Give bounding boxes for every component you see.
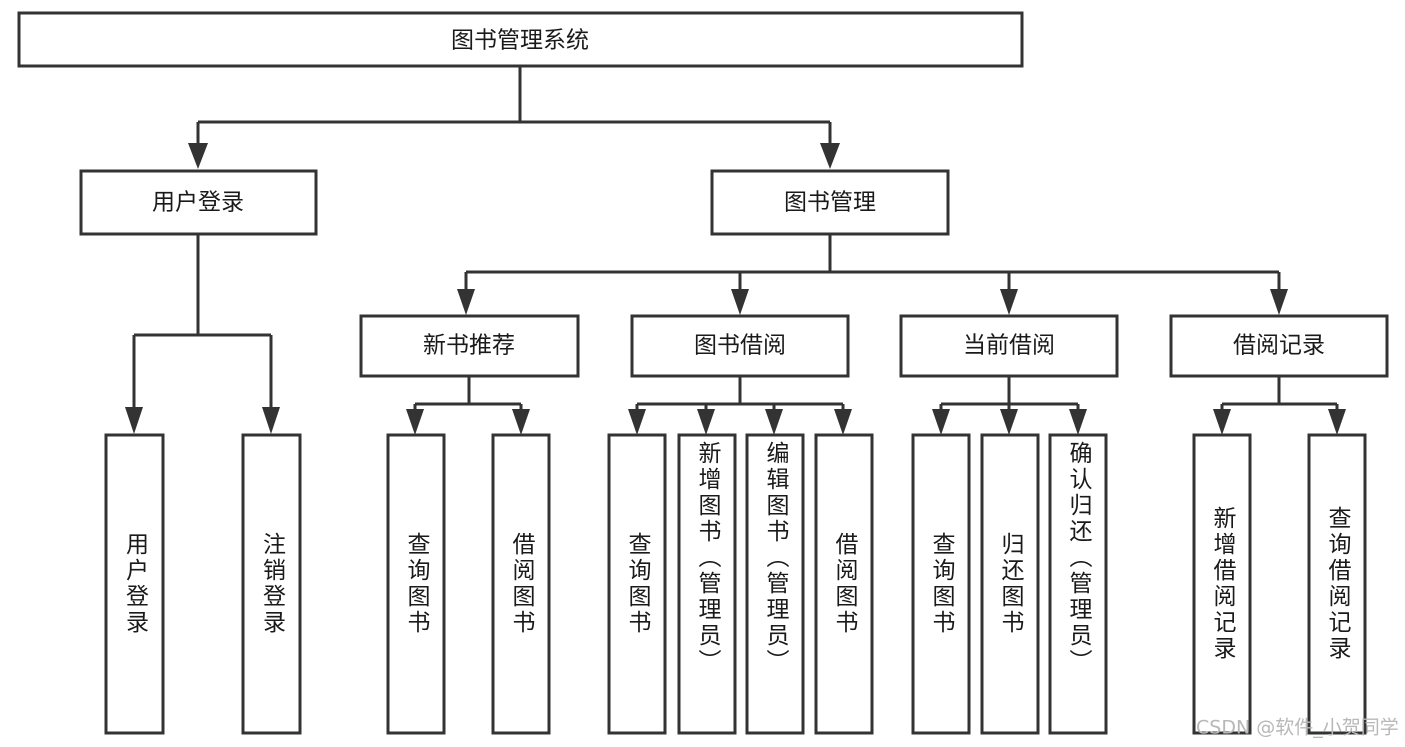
arrow-head-book-management <box>820 143 840 169</box>
node-leaf-logout-login[interactable]: 注销登录 <box>241 433 302 735</box>
watermark-label: CSDN @软件_小贺同学 <box>1196 717 1399 739</box>
arrow-head-borrow-record <box>1270 289 1288 315</box>
node-book-management[interactable]: 图书管理 <box>710 169 950 236</box>
node-borrow-record-label: 借阅记录 <box>1233 333 1325 359</box>
node-leaf-user-login-label: 用户登录 <box>121 532 148 636</box>
node-leaf-query-record-box[interactable] <box>1307 433 1367 735</box>
node-leaf-borrow-book-1-box[interactable] <box>491 433 551 735</box>
connector-group-borrow-record <box>1213 376 1346 435</box>
node-leaf-logout-login-box[interactable] <box>241 433 302 735</box>
node-new-book-recommend[interactable]: 新书推荐 <box>359 314 580 378</box>
node-book-management-label: 图书管理 <box>784 190 876 216</box>
arrow-head-leaf-query-book-1 <box>406 409 424 435</box>
node-leaf-edit-book-label: 编辑图书（管理员） <box>762 441 788 675</box>
node-borrow-record-box[interactable] <box>1169 314 1389 378</box>
node-leaf-borrow-book-2[interactable]: 借阅图书 <box>814 433 874 735</box>
node-leaf-borrow-book-1[interactable]: 借阅图书 <box>491 433 551 735</box>
node-leaf-query-record-label: 查询借阅记录 <box>1324 506 1350 662</box>
node-leaf-confirm-return[interactable]: 确认归还（管理员） <box>1048 433 1108 735</box>
node-leaf-add-book-label: 新增图书（管理员） <box>694 441 720 675</box>
node-leaf-add-record-label: 新增借阅记录 <box>1209 506 1235 662</box>
node-leaf-logout-login-label: 注销登录 <box>258 532 285 636</box>
node-current-borrow[interactable]: 当前借阅 <box>899 314 1119 378</box>
connector-group-book-management <box>457 234 1288 315</box>
arrow-head-leaf-query-book-2 <box>628 409 646 435</box>
node-book-borrow[interactable]: 图书借阅 <box>630 314 850 378</box>
arrow-head-leaf-query-record <box>1328 409 1346 435</box>
node-leaf-confirm-return-box[interactable] <box>1048 433 1108 735</box>
node-book-borrow-box[interactable] <box>630 314 850 378</box>
arrow-head-leaf-confirm-return <box>1069 409 1087 435</box>
node-book-borrow-label: 图书借阅 <box>694 333 786 359</box>
node-leaf-query-book-3-box[interactable] <box>911 433 971 735</box>
node-current-borrow-label: 当前借阅 <box>963 333 1055 359</box>
arrow-head-leaf-add-record <box>1213 409 1231 435</box>
node-new-book-recommend-box[interactable] <box>359 314 580 378</box>
arrow-head-leaf-borrow-book-2 <box>834 409 852 435</box>
node-leaf-add-record[interactable]: 新增借阅记录 <box>1192 433 1252 735</box>
arrow-head-leaf-return-book <box>1000 409 1018 435</box>
node-leaf-return-book[interactable]: 归还图书 <box>980 433 1040 735</box>
node-root-label: 图书管理系统 <box>451 28 589 54</box>
node-user-login[interactable]: 用户登录 <box>79 169 318 236</box>
arrow-head-user-login <box>188 143 208 169</box>
node-leaf-query-book-3-label: 查询图书 <box>928 532 954 636</box>
node-book-management-box[interactable] <box>710 169 950 236</box>
node-leaf-return-book-label: 归还图书 <box>997 532 1023 636</box>
node-user-login-box[interactable] <box>79 169 318 236</box>
arrow-head-leaf-add-book <box>697 409 715 435</box>
arrow-head-book-borrow <box>731 289 749 315</box>
node-leaf-borrow-book-2-label: 借阅图书 <box>831 532 857 636</box>
node-leaf-query-book-1[interactable]: 查询图书 <box>386 433 446 735</box>
node-leaf-confirm-return-label: 确认归还（管理员） <box>1065 441 1091 675</box>
node-leaf-add-book[interactable]: 新增图书（管理员） <box>677 433 737 735</box>
node-leaf-edit-book-box[interactable] <box>745 433 805 735</box>
connector-group-root <box>188 66 840 169</box>
node-leaf-query-book-3[interactable]: 查询图书 <box>911 433 971 735</box>
node-leaf-add-book-box[interactable] <box>677 433 737 735</box>
node-leaf-return-book-box[interactable] <box>980 433 1040 735</box>
node-root[interactable]: 图书管理系统 <box>17 11 1024 68</box>
node-root-box[interactable] <box>17 11 1024 68</box>
node-leaf-user-login-box[interactable] <box>104 433 165 735</box>
connector-group-new-book-recommend <box>406 376 530 435</box>
node-leaf-query-book-1-box[interactable] <box>386 433 446 735</box>
node-leaf-edit-book[interactable]: 编辑图书（管理员） <box>745 433 805 735</box>
connector-group-current-borrow <box>932 376 1087 435</box>
node-leaf-borrow-book-2-box[interactable] <box>814 433 874 735</box>
node-new-book-recommend-label: 新书推荐 <box>423 333 515 359</box>
arrow-head-leaf-borrow-book-1 <box>512 409 530 435</box>
connector-group-user-login <box>125 234 280 434</box>
arrow-head-leaf-edit-book <box>765 409 783 435</box>
arrow-head-new-book-recommend <box>457 289 475 315</box>
node-leaf-query-book-2-box[interactable] <box>607 433 667 735</box>
node-leaf-query-record[interactable]: 查询借阅记录 <box>1307 433 1367 735</box>
arrow-head-leaf-query-book-3 <box>932 409 950 435</box>
arrow-head-leaf-logout-login <box>262 407 280 434</box>
node-leaf-query-book-1-label: 查询图书 <box>403 532 429 636</box>
node-borrow-record[interactable]: 借阅记录 <box>1169 314 1389 378</box>
node-current-borrow-box[interactable] <box>899 314 1119 378</box>
node-leaf-user-login[interactable]: 用户登录 <box>104 433 165 735</box>
node-user-login-label: 用户登录 <box>152 190 244 216</box>
connector-group-book-borrow <box>628 376 852 435</box>
node-leaf-borrow-book-1-label: 借阅图书 <box>508 532 534 636</box>
node-leaf-query-book-2-label: 查询图书 <box>624 532 650 636</box>
arrow-head-current-borrow <box>1000 289 1018 315</box>
arrow-head-leaf-user-login <box>125 407 143 434</box>
node-leaf-query-book-2[interactable]: 查询图书 <box>607 433 667 735</box>
node-leaf-add-record-box[interactable] <box>1192 433 1252 735</box>
